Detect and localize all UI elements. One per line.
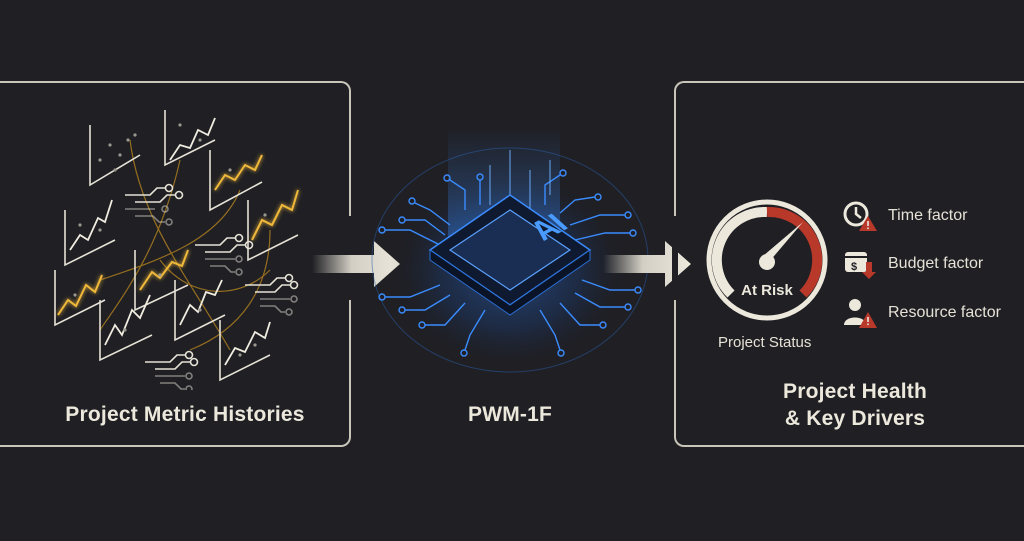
svg-text:$: $: [851, 261, 857, 273]
arrow-right-icon: [312, 241, 400, 287]
factor-time: Time factor: [842, 200, 967, 232]
input-title: Project Metric Histories: [65, 403, 305, 426]
user-warning-icon: [844, 299, 877, 328]
ai-chip-icon: AI: [371, 125, 649, 373]
output-title: Project Health & Key Drivers: [740, 378, 970, 432]
gauge-icon: At Risk: [706, 199, 828, 321]
model-title: PWM-1F: [467, 403, 553, 426]
output-title-line1: Project Health: [782, 380, 927, 403]
panel-gap: [672, 216, 678, 300]
output-title-line2: & Key Drivers: [784, 407, 926, 430]
clock-warning-icon: [843, 201, 877, 231]
wallet-down-icon: $: [845, 252, 876, 279]
factor-resource: Resource factor: [842, 297, 1001, 329]
chart-cluster-icon: [54, 110, 299, 390]
factor-budget: $ Budget factor: [842, 248, 983, 280]
arrow-right-icon: [603, 241, 691, 287]
gauge-status: At Risk: [741, 282, 793, 299]
gauge-caption: Project Status: [718, 334, 812, 351]
